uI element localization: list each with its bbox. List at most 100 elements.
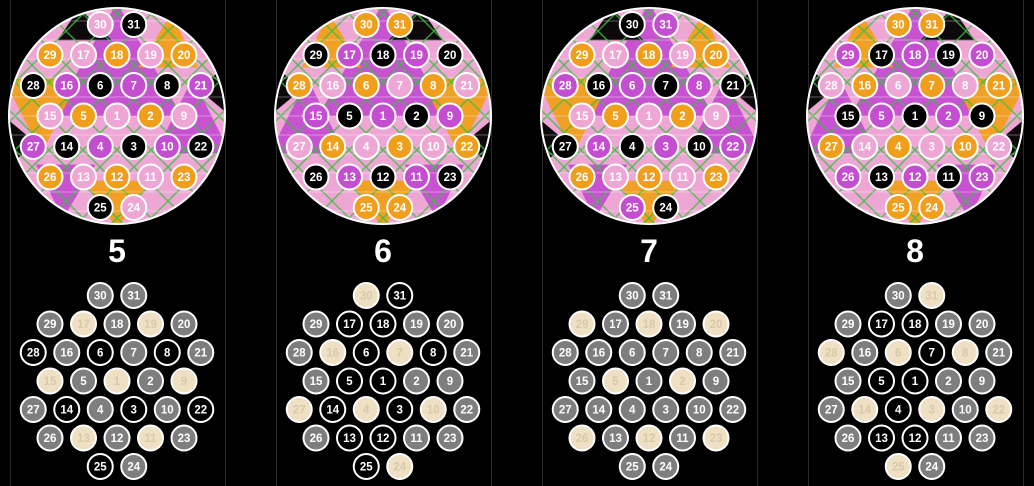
top-cell-label: 3 bbox=[397, 142, 403, 154]
top-cell-label: 17 bbox=[875, 50, 888, 62]
bottom-cell-label: 2 bbox=[147, 376, 153, 388]
top-cell-23: 23 bbox=[704, 165, 729, 190]
top-cell-9: 9 bbox=[438, 104, 463, 129]
top-cell-17: 17 bbox=[603, 43, 628, 68]
top-cell-29: 29 bbox=[304, 43, 329, 68]
bottom-cell-label: 28 bbox=[27, 348, 40, 360]
bottom-cell-label: 30 bbox=[892, 291, 905, 303]
top-cell-23: 23 bbox=[970, 165, 995, 190]
bottom-cell-label: 8 bbox=[696, 348, 703, 360]
bottom-cell-label: 31 bbox=[127, 291, 140, 303]
top-cell-24: 24 bbox=[919, 195, 944, 220]
top-cell-label: 23 bbox=[444, 172, 457, 184]
top-cell-18: 18 bbox=[637, 43, 662, 68]
top-cell-label: 8 bbox=[962, 81, 969, 93]
bottom-cell-label: 20 bbox=[444, 319, 457, 331]
top-cell-25: 25 bbox=[88, 195, 113, 220]
bottom-cell-25: 25 bbox=[886, 454, 911, 479]
bottom-cell-19: 19 bbox=[404, 312, 429, 337]
bottom-cell-2: 2 bbox=[670, 369, 695, 394]
top-cell-label: 12 bbox=[909, 172, 922, 184]
top-cell-label: 9 bbox=[713, 111, 719, 123]
bottom-cell-label: 13 bbox=[875, 433, 888, 445]
bottom-cell-15: 15 bbox=[836, 369, 861, 394]
top-cell-label: 8 bbox=[164, 81, 171, 93]
bottom-cell-18: 18 bbox=[903, 312, 928, 337]
top-cell-16: 16 bbox=[586, 73, 611, 98]
bottom-cell-label: 26 bbox=[44, 433, 57, 445]
top-cell-23: 23 bbox=[172, 165, 197, 190]
bottom-cell-1: 1 bbox=[637, 369, 662, 394]
bottom-cell-label: 18 bbox=[111, 319, 124, 331]
bottom-cell-label: 14 bbox=[60, 405, 73, 417]
top-cell-8: 8 bbox=[953, 73, 978, 98]
top-cell-12: 12 bbox=[371, 165, 396, 190]
top-cell-9: 9 bbox=[172, 104, 197, 129]
bottom-cell-label: 19 bbox=[410, 319, 423, 331]
top-cell-8: 8 bbox=[155, 73, 180, 98]
bottom-cell-label: 20 bbox=[178, 319, 191, 331]
top-cell-16: 16 bbox=[852, 73, 877, 98]
top-cell-4: 4 bbox=[354, 134, 379, 159]
top-cell-label: 30 bbox=[94, 20, 107, 32]
top-cell-31: 31 bbox=[653, 12, 678, 37]
bottom-cell-label: 1 bbox=[380, 376, 387, 388]
bottom-cell-label: 19 bbox=[942, 319, 955, 331]
top-cell-label: 20 bbox=[444, 50, 457, 62]
top-cell-label: 22 bbox=[460, 142, 473, 154]
bottom-cell-label: 12 bbox=[643, 433, 656, 445]
bottom-cell-label: 11 bbox=[144, 433, 157, 445]
top-cell-24: 24 bbox=[653, 195, 678, 220]
top-cell-26: 26 bbox=[304, 165, 329, 190]
bottom-cell-label: 17 bbox=[609, 319, 622, 331]
top-cell-13: 13 bbox=[71, 165, 96, 190]
bottom-cell-label: 24 bbox=[659, 462, 672, 474]
top-cell-label: 11 bbox=[144, 172, 157, 184]
top-cell-label: 5 bbox=[878, 111, 885, 123]
bottom-cell-6: 6 bbox=[620, 340, 645, 365]
bottom-cell-label: 23 bbox=[976, 433, 989, 445]
bottom-cell-26: 26 bbox=[570, 426, 595, 451]
bottom-cell-label: 14 bbox=[858, 405, 871, 417]
top-cell-31: 31 bbox=[387, 12, 412, 37]
top-cell-label: 25 bbox=[892, 203, 905, 215]
bottom-cell-20: 20 bbox=[438, 312, 463, 337]
top-cell-label: 22 bbox=[992, 142, 1005, 154]
top-cell-23: 23 bbox=[438, 165, 463, 190]
top-cell-29: 29 bbox=[836, 43, 861, 68]
top-cell-label: 14 bbox=[592, 142, 605, 154]
top-cell-label: 25 bbox=[94, 203, 107, 215]
bottom-cell-label: 23 bbox=[444, 433, 457, 445]
bottom-cell-label: 3 bbox=[929, 405, 935, 417]
top-cell-18: 18 bbox=[105, 43, 130, 68]
top-cell-label: 24 bbox=[659, 203, 672, 215]
top-cell-label: 6 bbox=[895, 81, 901, 93]
bottom-cell-label: 28 bbox=[825, 348, 838, 360]
bottom-cell-label: 22 bbox=[726, 405, 739, 417]
bottom-cell-17: 17 bbox=[603, 312, 628, 337]
bottom-cell-22: 22 bbox=[188, 397, 213, 422]
top-cell-label: 7 bbox=[131, 81, 137, 93]
bottom-cell-24: 24 bbox=[387, 454, 412, 479]
bottom-cell-10: 10 bbox=[687, 397, 712, 422]
bottom-cell-23: 23 bbox=[704, 426, 729, 451]
bottom-cell-3: 3 bbox=[919, 397, 944, 422]
top-cell-label: 4 bbox=[363, 142, 370, 154]
bottom-cell-23: 23 bbox=[172, 426, 197, 451]
bottom-cell-24: 24 bbox=[121, 454, 146, 479]
bottom-cell-19: 19 bbox=[670, 312, 695, 337]
bottom-cell-label: 6 bbox=[97, 348, 103, 360]
bottom-cell-16: 16 bbox=[54, 340, 79, 365]
bottom-cell-label: 10 bbox=[693, 405, 706, 417]
top-cell-label: 22 bbox=[726, 142, 739, 154]
bottom-cell-label: 24 bbox=[127, 462, 140, 474]
top-cell-label: 5 bbox=[612, 111, 619, 123]
top-cell-2: 2 bbox=[138, 104, 163, 129]
top-cell-19: 19 bbox=[138, 43, 163, 68]
top-cell-label: 10 bbox=[161, 142, 174, 154]
bottom-cell-label: 4 bbox=[629, 405, 636, 417]
top-cell-label: 29 bbox=[310, 50, 323, 62]
bottom-cell-label: 29 bbox=[310, 319, 323, 331]
bottom-cell-label: 7 bbox=[663, 348, 669, 360]
